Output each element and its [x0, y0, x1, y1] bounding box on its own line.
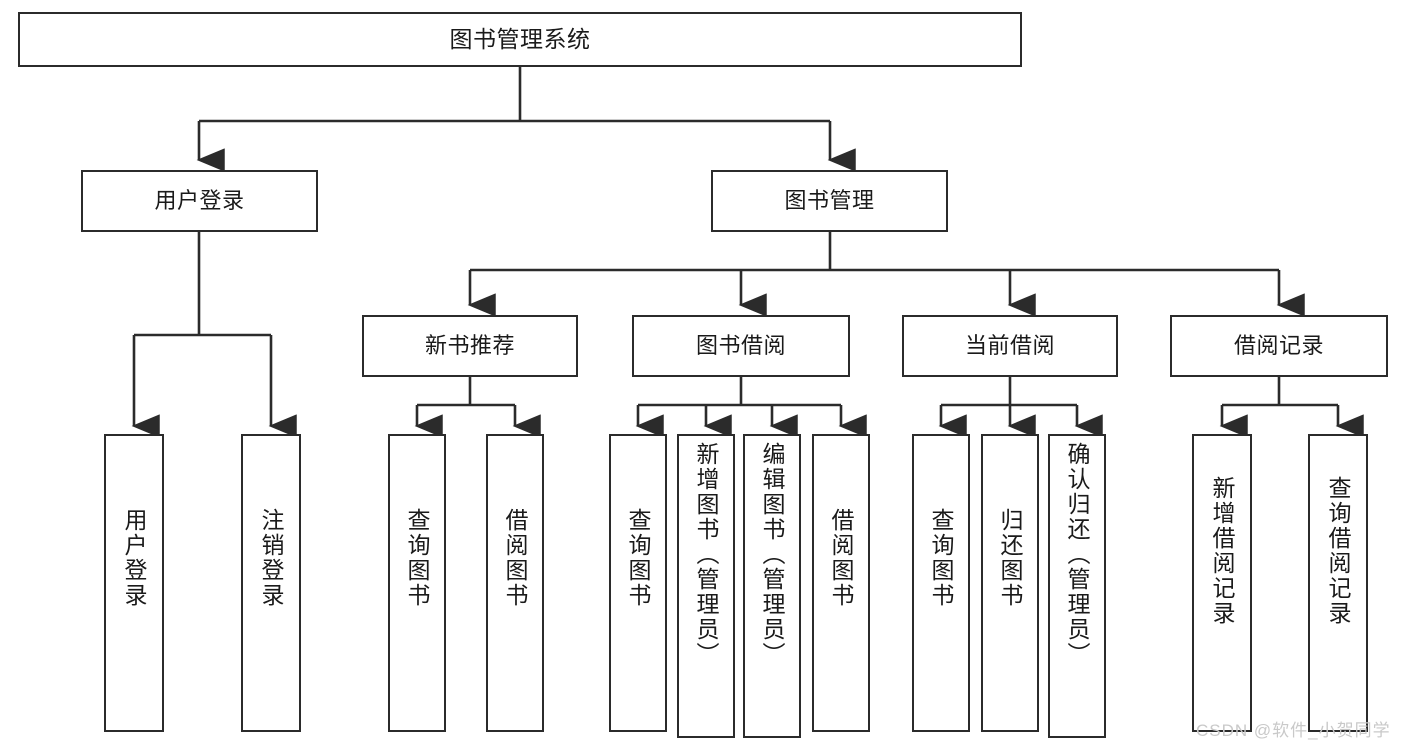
node-label: 图书管理系统	[449, 25, 591, 52]
node-user-login[interactable]: 用户登录	[81, 170, 318, 232]
node-current-borrow[interactable]: 当前借阅	[902, 315, 1118, 377]
node-leaf-query-book-1[interactable]: 查询图书	[388, 434, 446, 732]
node-leaf-edit-book[interactable]: 编辑图书（管理员）	[743, 434, 801, 738]
node-label: 图书管理	[784, 187, 875, 213]
node-label: 用户登录	[154, 187, 245, 213]
node-leaf-logout[interactable]: 注销登录	[241, 434, 301, 732]
node-leaf-borrow-book-2[interactable]: 借阅图书	[812, 434, 870, 732]
node-label: 借阅图书	[502, 508, 529, 608]
node-label: 新书推荐	[424, 332, 515, 358]
node-label: 新增借阅记录	[1209, 476, 1236, 626]
node-book-management[interactable]: 图书管理	[711, 170, 948, 232]
node-leaf-query-record[interactable]: 查询借阅记录	[1308, 434, 1368, 732]
node-new-book-recommend[interactable]: 新书推荐	[362, 315, 578, 377]
node-leaf-query-book-2[interactable]: 查询图书	[609, 434, 667, 732]
node-label: 用户登录	[121, 508, 148, 608]
node-leaf-user-login[interactable]: 用户登录	[104, 434, 164, 732]
node-leaf-query-book-3[interactable]: 查询图书	[912, 434, 970, 732]
node-root-system[interactable]: 图书管理系统	[18, 12, 1022, 67]
node-label: 查询图书	[625, 508, 652, 608]
csdn-watermark: CSDN @软件_小贺同学	[1196, 721, 1391, 740]
node-leaf-return-book[interactable]: 归还图书	[981, 434, 1039, 732]
node-label: 注销登录	[258, 508, 285, 608]
node-leaf-confirm-return[interactable]: 确认归还（管理员）	[1048, 434, 1106, 738]
node-book-borrow[interactable]: 图书借阅	[632, 315, 850, 377]
node-label: 当前借阅	[964, 332, 1055, 358]
node-leaf-add-record[interactable]: 新增借阅记录	[1192, 434, 1252, 732]
node-label: 查询图书	[928, 508, 955, 608]
node-borrow-record[interactable]: 借阅记录	[1170, 315, 1388, 377]
node-label: 借阅图书	[828, 508, 855, 608]
node-label: 归还图书	[997, 508, 1024, 608]
node-label: 新增图书（管理员）	[693, 442, 720, 667]
node-label: 借阅记录	[1233, 332, 1324, 358]
node-label: 确认归还（管理员）	[1064, 442, 1091, 667]
node-leaf-add-book[interactable]: 新增图书（管理员）	[677, 434, 735, 738]
node-label: 编辑图书（管理员）	[759, 442, 786, 667]
node-label: 查询图书	[404, 508, 431, 608]
node-label: 图书借阅	[695, 332, 786, 358]
node-label: 查询借阅记录	[1325, 476, 1352, 626]
node-leaf-borrow-book-1[interactable]: 借阅图书	[486, 434, 544, 732]
